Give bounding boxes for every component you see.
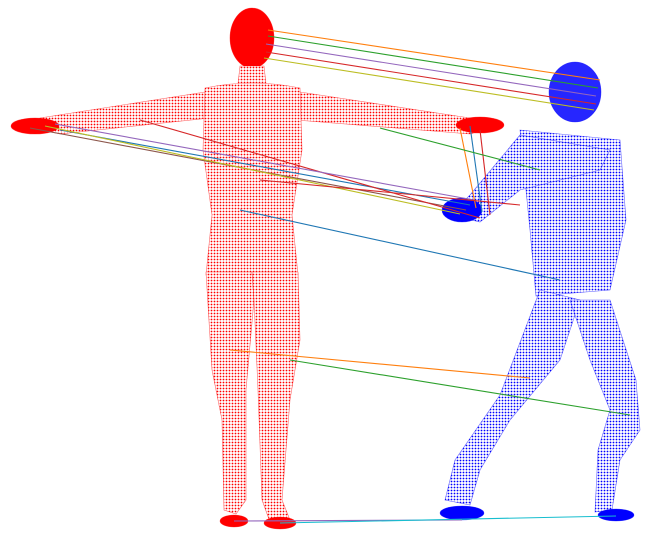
target-right-leg <box>570 300 640 512</box>
source-body-red <box>11 8 504 529</box>
target-left-foot <box>440 506 484 520</box>
target-head <box>549 62 601 122</box>
source-right-leg <box>252 272 300 522</box>
correspondence-line <box>268 30 600 80</box>
source-left-leg <box>206 272 254 514</box>
target-left-leg <box>445 290 580 505</box>
correspondence-line <box>268 36 598 88</box>
correspondence-line <box>140 120 480 218</box>
source-neck <box>238 66 266 84</box>
source-torso <box>203 83 302 275</box>
target-hands <box>442 198 482 222</box>
target-right-foot <box>598 509 634 521</box>
correspondence-line <box>266 44 596 96</box>
correspondence-line <box>290 360 630 415</box>
correspondence-line <box>460 128 476 208</box>
